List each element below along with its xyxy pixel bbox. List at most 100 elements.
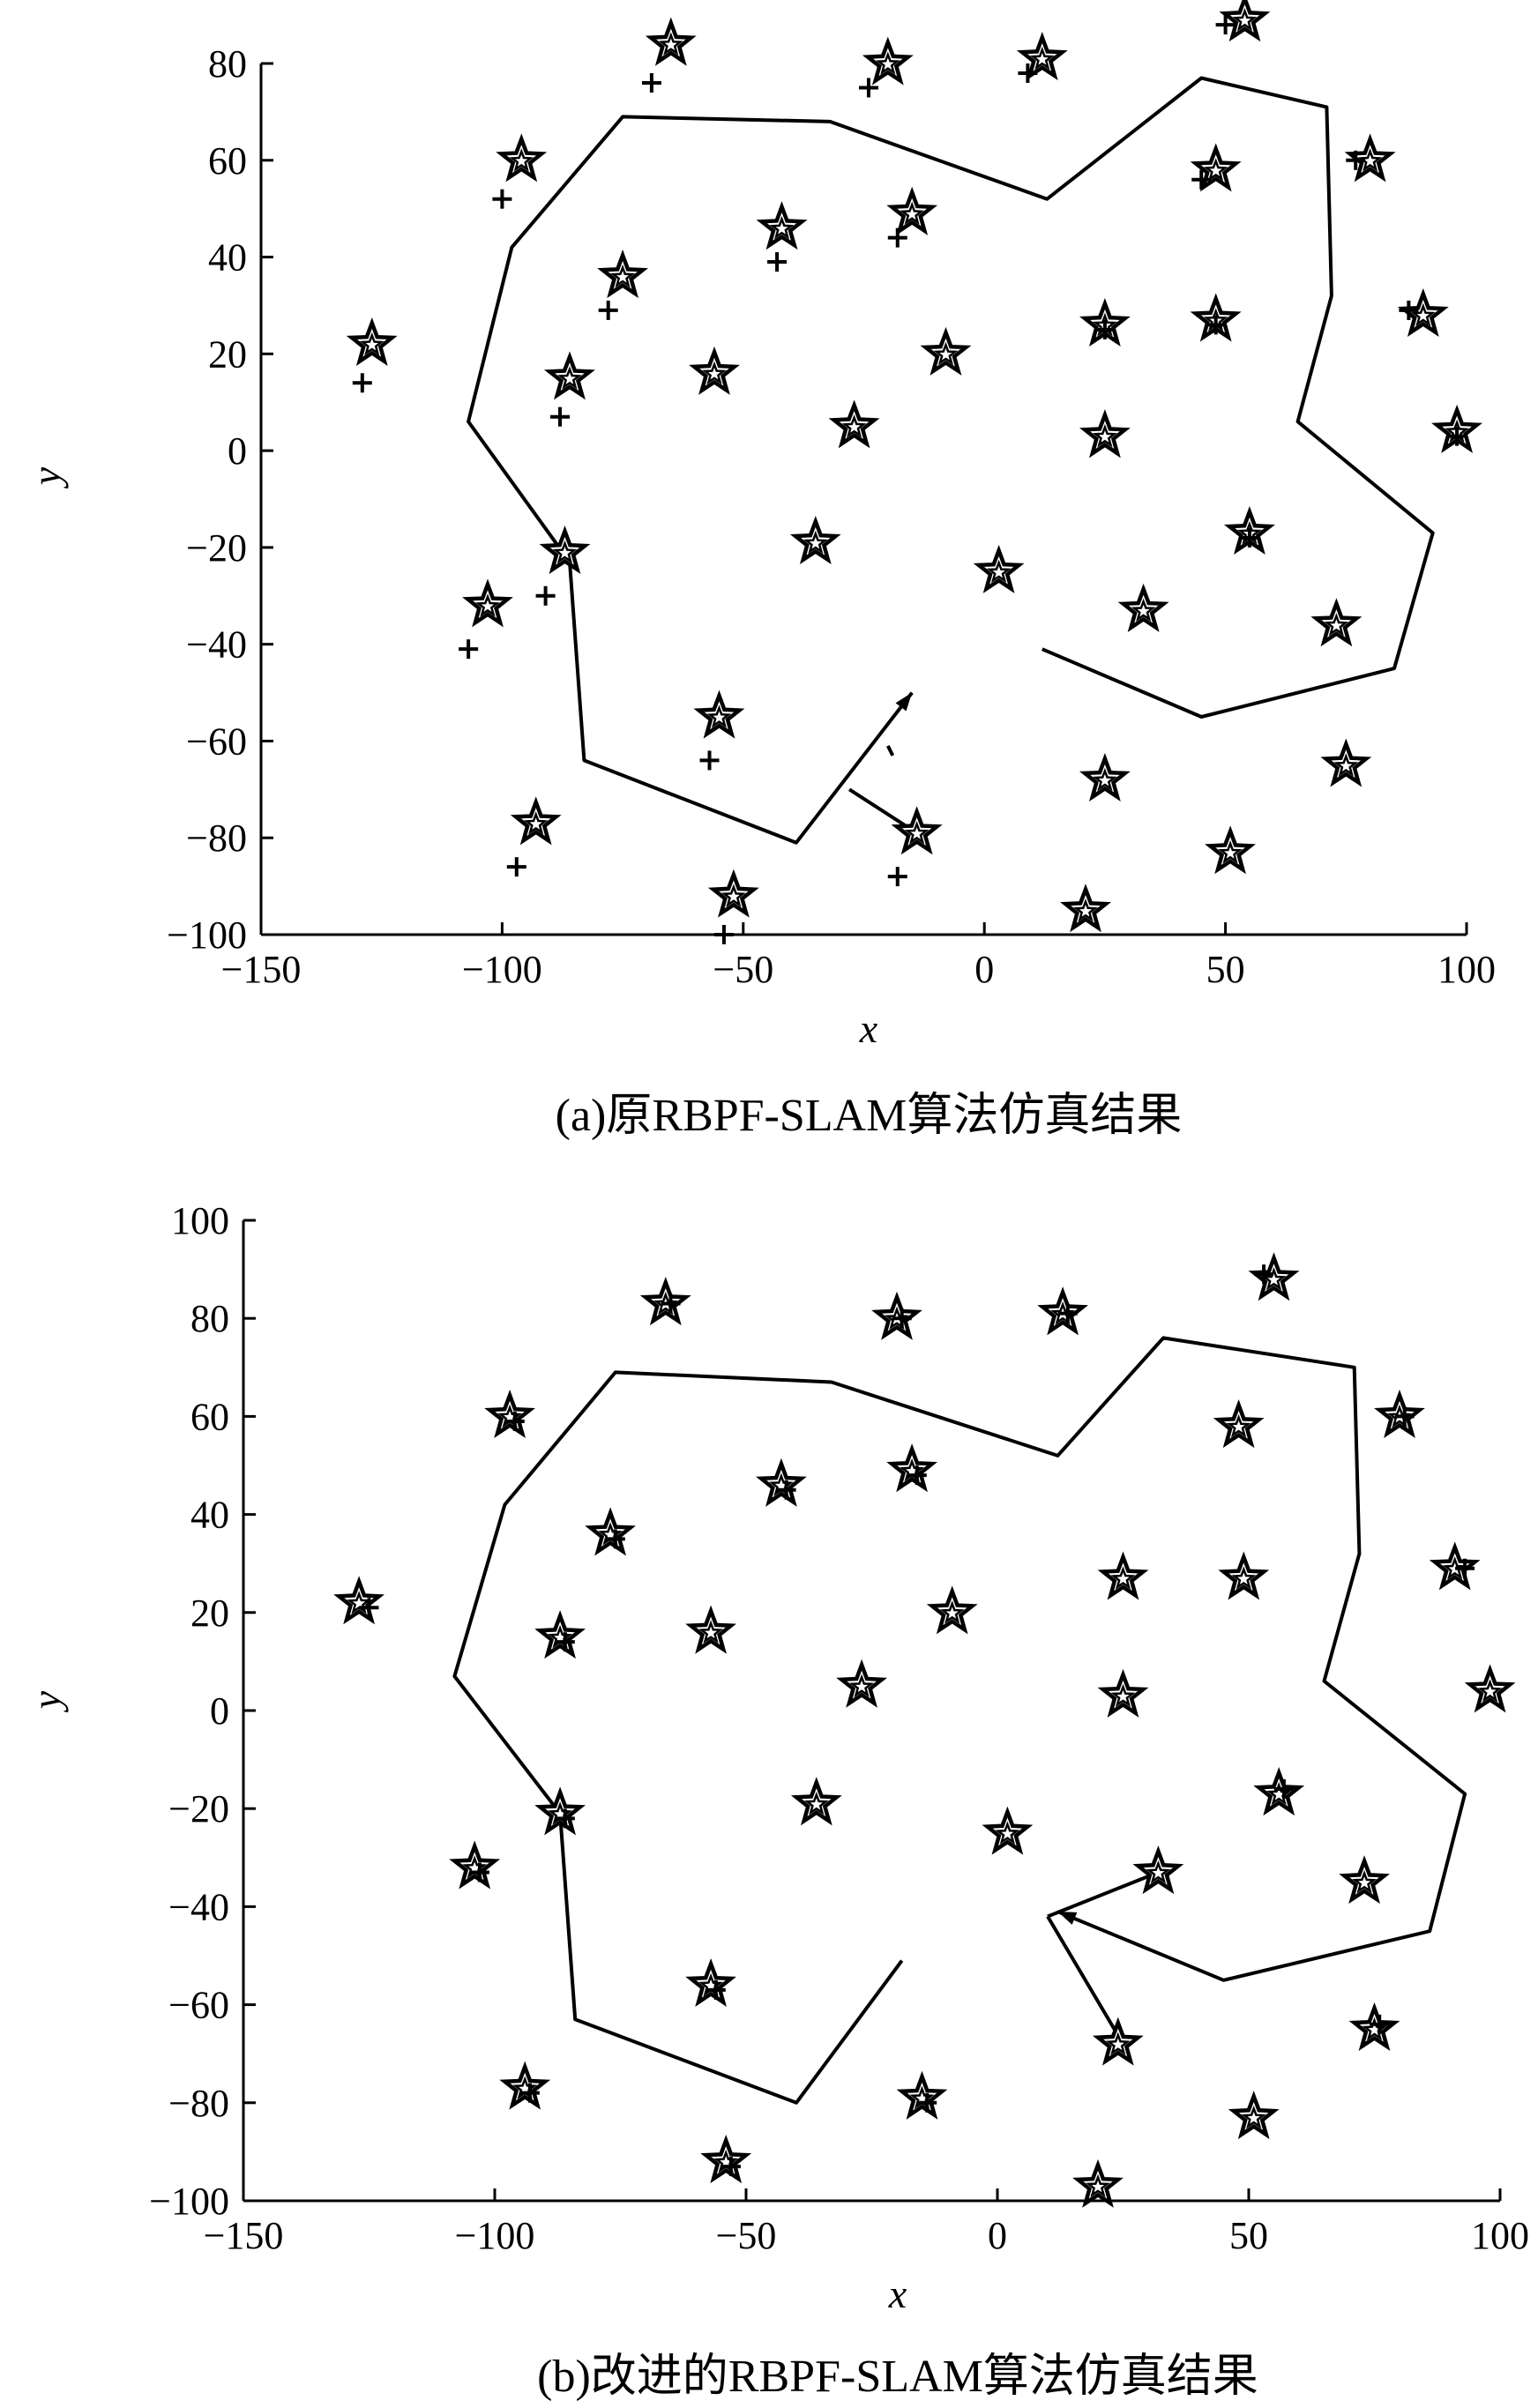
y-tick-label: −100 [167,913,247,957]
robot-trajectory [452,1336,1467,2105]
estimate-plus-marker [598,300,618,320]
landmark-star-inner [1110,1566,1136,1590]
y-tick-label: −60 [168,1984,229,2027]
x-tick-label: 0 [974,948,994,991]
estimate-plus-marker [469,1862,489,1882]
y-tick-label: −100 [149,2180,229,2223]
x-axis-label: x [888,2271,907,2316]
landmark-star-inner [1387,1404,1412,1428]
landmark-star [1079,752,1131,802]
landmark-star [689,346,740,395]
landmark-star-inner [803,530,828,555]
estimate-plus-marker [1455,1558,1475,1578]
x-tick-label: 50 [1229,2214,1268,2257]
landmark-star-inner [876,51,900,75]
landmark-star-inner [1266,1781,1292,1806]
estimate-plus-marker [858,78,878,98]
landmark-star [896,2070,948,2120]
estimate-plus-marker [887,227,907,248]
landmark-star-inner [939,1600,965,1624]
x-tick-label: 100 [1471,2214,1529,2257]
landmark-star [926,1585,978,1635]
landmark-star-inner [849,1674,875,1697]
landmark-star-inner [1477,1679,1503,1703]
landmark-star-inner [1146,1860,1171,1884]
landmark-star [756,1457,807,1507]
landmark-star-inner [557,366,582,390]
estimate-plus-marker [1370,2014,1390,2034]
chart-caption: (b)改进的RBPF-SLAM算法仿真结果 [537,2352,1258,2402]
landmark-star-inner [552,540,578,564]
landmark-star [346,317,398,367]
landmark-star [1117,583,1169,632]
x-tick-label: 100 [1437,948,1496,991]
landmark-star-inner [986,559,1012,584]
landmark-star-inner [1352,1869,1377,1894]
y-tick-label: −80 [168,2082,229,2125]
y-tick-label: −40 [168,1885,229,1928]
landmark-star-inner [1232,7,1258,32]
observation-line [1047,1870,1160,1919]
y-tick-label: 0 [210,1689,229,1733]
landmark-star [1079,409,1131,458]
estimate-plus-marker [1094,319,1115,339]
landmark-star [871,1291,922,1340]
landmark-star-inner [1410,302,1436,327]
landmark-star [700,2135,752,2184]
y-tick-label: 80 [208,42,247,86]
landmark-star [973,544,1025,593]
landmark-star [886,1443,937,1493]
estimate-plus-marker [917,2092,937,2113]
landmark-star [685,1957,736,2008]
landmark-star [1339,1855,1390,1905]
landmark-star [789,515,841,564]
landmark-star [585,1507,636,1556]
y-tick-label: 60 [190,1395,229,1438]
y-axis-label: y [24,1690,69,1712]
landmark-star-inner [1030,46,1055,71]
landmark-star [1072,2158,1124,2208]
estimate-plus-marker [605,1529,625,1549]
estimate-plus-marker [1206,315,1226,335]
estimate-plus-marker [767,252,788,272]
landmark-star-inner [359,332,384,356]
landmark-star [1374,1389,1425,1438]
estimate-plus-marker [1273,1778,1294,1799]
landmark-star [1205,825,1256,875]
landmark-star [639,1277,691,1326]
landmark-star-inner [933,341,959,366]
y-tick-label: 40 [208,236,247,280]
x-tick-label: −150 [221,948,302,991]
landmark-star [1218,1551,1270,1600]
landmark-star [499,2061,551,2110]
landmark-star-inner [1050,1301,1075,1325]
landmark-star [462,578,513,628]
estimate-plus-marker [1215,15,1236,35]
landmark-star [920,326,972,376]
estimate-plus-marker [535,585,556,606]
landmark-star-inner [885,1306,909,1330]
x-tick-label: −50 [713,948,773,991]
estimate-plus-marker [641,72,661,93]
y-tick-label: 20 [208,332,247,376]
landmark-star [685,1605,736,1654]
landmark-star-inner [509,148,534,172]
y-tick-label: 80 [190,1297,229,1340]
landmark-star-inner [523,811,549,835]
landmark-star [1228,2091,1280,2140]
landmark-star-inner [841,414,867,438]
y-tick-label: −20 [186,526,247,570]
landmark-star-inner [900,201,924,225]
estimate-plus-marker [519,2083,540,2103]
landmark-star [1429,1541,1481,1591]
y-tick-label: 40 [190,1494,229,1537]
landmark-star [693,690,745,739]
landmark-star [1097,1668,1149,1718]
landmark-star [1097,1551,1149,1600]
estimate-plus-marker [907,1465,927,1486]
landmark-star [1310,598,1363,647]
landmark-star-inner [1357,148,1383,172]
landmark-star [534,1610,586,1659]
estimate-plus-marker [706,1979,726,2000]
